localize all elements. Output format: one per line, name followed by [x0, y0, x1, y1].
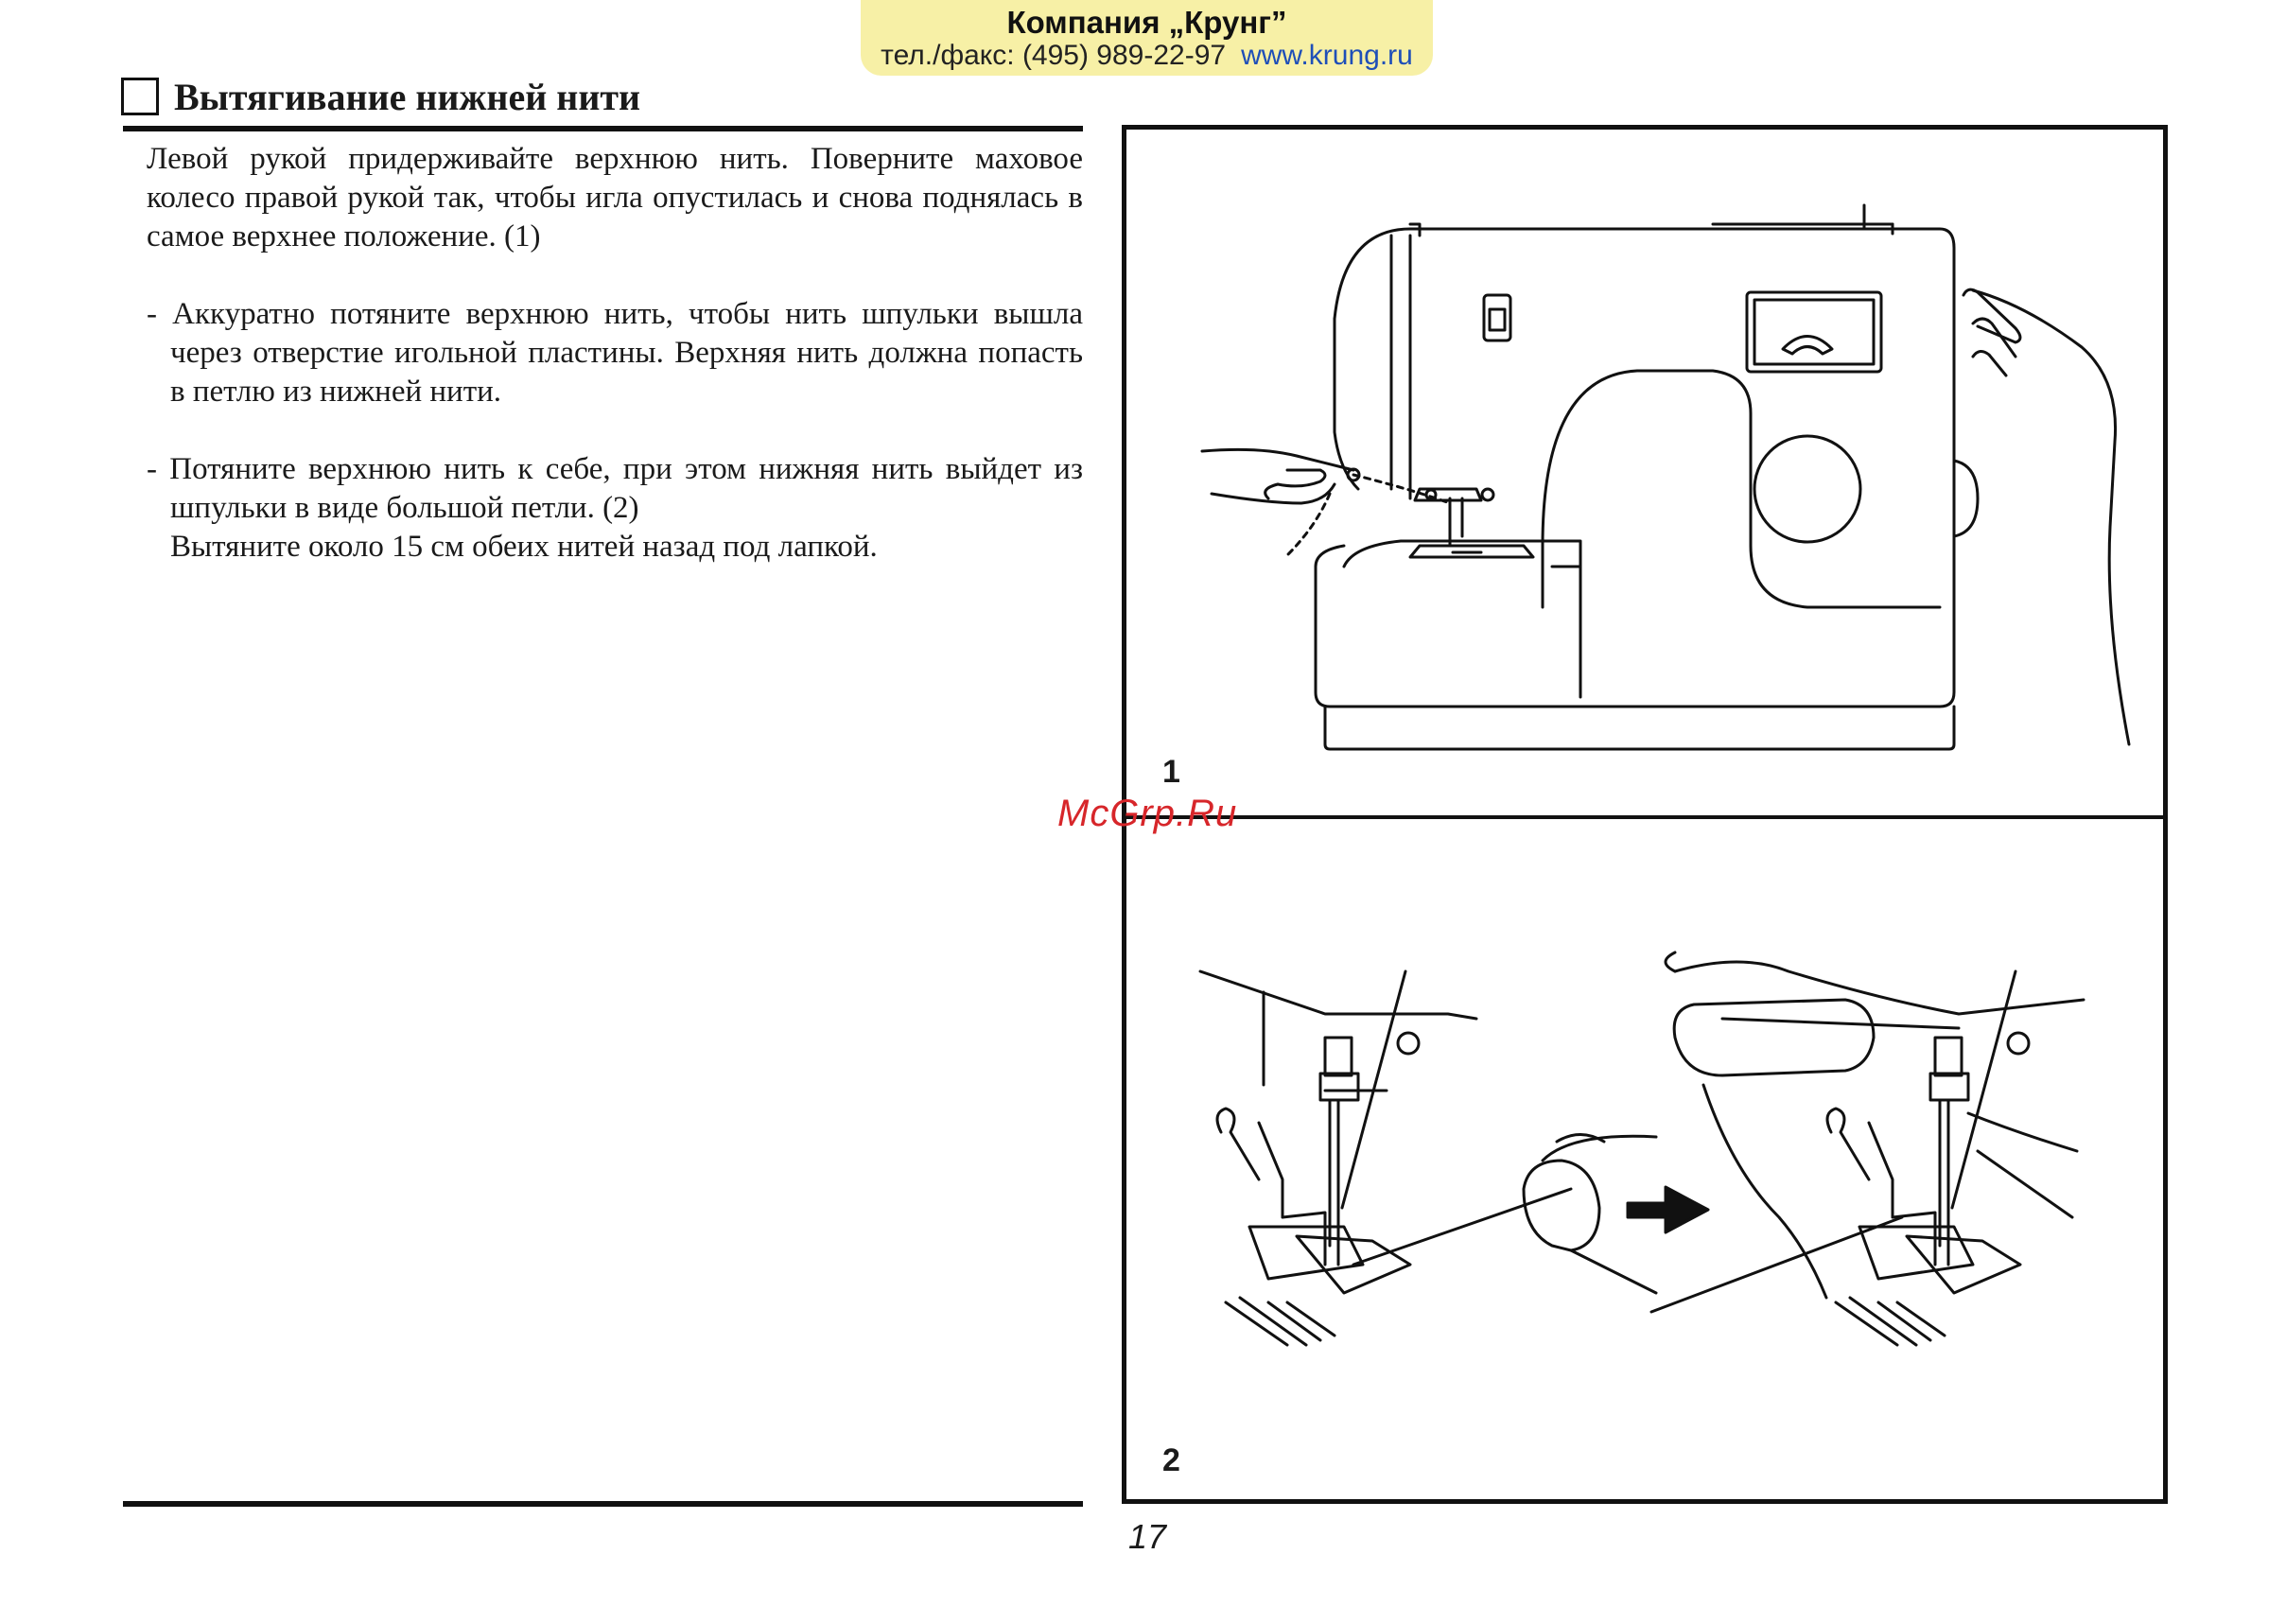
bullet-2-text: - Потяните верхнюю нить к себе, при этом… [147, 452, 1083, 525]
company-banner: Компания „Крунг” тел./факс: (495) 989-22… [861, 0, 1433, 76]
bullet-paragraph-2: - Потяните верхнюю нить к себе, при этом… [147, 450, 1083, 567]
checkbox-icon [121, 78, 159, 115]
illustration-frame: 1 2 [1122, 125, 2168, 1504]
watermark: McGrp.Ru [1057, 793, 1238, 834]
presser-foot-detail-left [1198, 969, 1658, 1347]
company-phone: тел./факс: (495) 989-22-97 [881, 40, 1227, 71]
instruction-text: Левой рукой придерживайте верхнюю нить. … [147, 140, 1083, 567]
figure-label-2: 2 [1162, 1442, 1180, 1478]
thread-dashed [1285, 473, 1452, 557]
presser-foot-detail-right [1649, 951, 2085, 1347]
company-name: Компания „Крунг” [1006, 5, 1287, 40]
page-number: 17 [1128, 1517, 1167, 1556]
arrow-icon [1626, 1185, 1710, 1234]
section-heading: Вытягивание нижней нити [121, 68, 640, 125]
sewing-illustration [1198, 203, 2131, 1347]
bullet-paragraph-1: - Аккуратно потяните верхнюю нить, чтобы… [147, 297, 1083, 409]
bullet-2-line-2: Вытяните около 15 см обеих нитей назад п… [170, 530, 878, 564]
figure-label-1: 1 [1162, 754, 1180, 790]
section-title: Вытягивание нижней нити [174, 75, 641, 118]
intro-paragraph: Левой рукой придерживайте верхнюю нить. … [147, 142, 1083, 253]
bottom-rule [123, 1501, 1083, 1507]
company-contact: тел./факс: (495) 989-22-97 www.krung.ru [861, 40, 1433, 72]
figure-divider [1126, 815, 2163, 819]
sewing-machine-drawing [1200, 203, 2131, 751]
company-url[interactable]: www.krung.ru [1241, 40, 1413, 71]
top-rule [123, 126, 1083, 131]
